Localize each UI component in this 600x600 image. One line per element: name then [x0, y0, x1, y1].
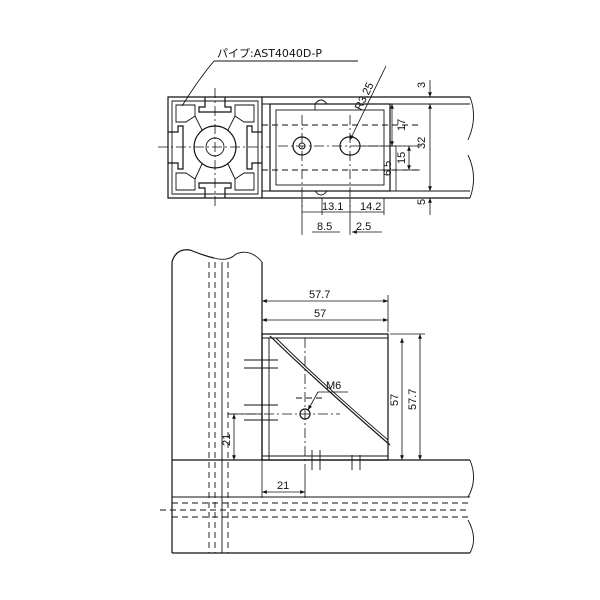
- dim-32: 32: [416, 137, 428, 149]
- bottom-dimensions: 13.1 14.2 8.5 2.5: [301, 198, 385, 235]
- dim-3: 3: [416, 82, 428, 88]
- vertical-profile: [171, 249, 263, 553]
- dim-17: 17: [396, 119, 408, 131]
- dim-8-5: 8.5: [317, 221, 332, 233]
- top-width-dimensions: 57.7 57: [261, 289, 389, 332]
- dim-width-inner: 57: [314, 308, 326, 320]
- right-dimensions: 3 17 32 6.5 15 5: [360, 80, 440, 215]
- profile-extension: [262, 96, 474, 207]
- dim-6-5: 6.5: [382, 161, 394, 176]
- dim-offset-h: 21: [277, 480, 289, 492]
- pipe-label: パイプ:AST4040D-P: [217, 47, 322, 60]
- dim-width-outer: 57.7: [309, 289, 330, 301]
- bottom-offset-dimension: 21: [261, 460, 306, 498]
- dim-height-inner: 57: [389, 394, 401, 406]
- bracket-plate: [228, 333, 391, 470]
- gusset-curve: [269, 335, 391, 446]
- screw-callout: M6: [307, 380, 348, 411]
- profile-cross-section: [158, 88, 270, 207]
- right-height-dimensions: 57 57.7: [389, 333, 425, 461]
- left-offset-dimension: 21: [221, 413, 262, 460]
- dim-2-5: 2.5: [356, 221, 371, 233]
- screw-label: M6: [326, 380, 341, 392]
- dim-14-2: 14.2: [360, 201, 381, 213]
- top-view: パイプ:AST4040D-P: [158, 47, 474, 235]
- dim-15: 15: [396, 152, 408, 164]
- dim-13-1: 13.1: [322, 201, 343, 213]
- bottom-view: M6 57.7 57 57 57.7 21: [160, 249, 474, 554]
- radius-callout: R3.25: [349, 65, 387, 141]
- dim-5: 5: [416, 199, 428, 205]
- horizontal-profile: [160, 459, 474, 554]
- dim-height-outer: 57.7: [407, 389, 419, 410]
- dim-offset-v: 21: [221, 434, 233, 446]
- pipe-leader: [181, 60, 215, 107]
- pipe-label-group: パイプ:AST4040D-P: [181, 47, 358, 107]
